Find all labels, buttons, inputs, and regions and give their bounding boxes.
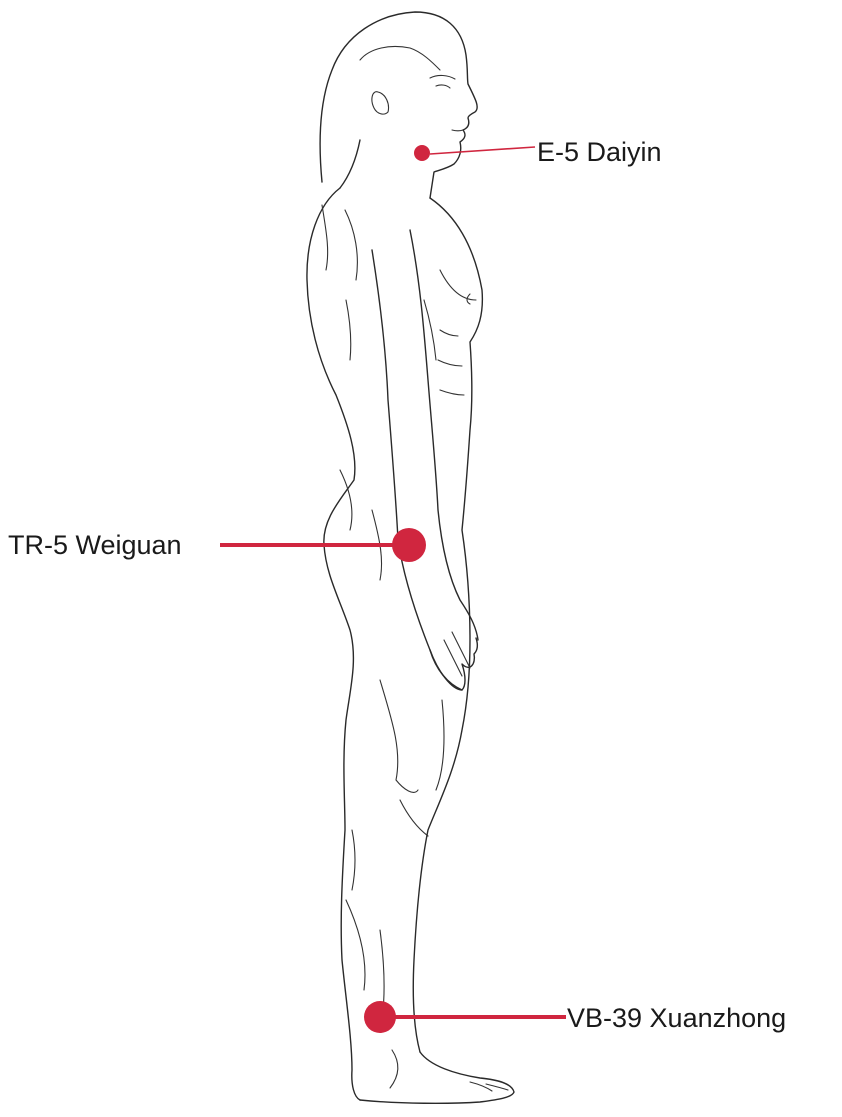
e5-label: E-5 Daiyin [537, 137, 662, 167]
point-vb39: VB-39 Xuanzhong [364, 1001, 786, 1033]
arm-back-outline [372, 250, 462, 690]
back-outline [307, 188, 360, 1100]
e5-marker [414, 145, 430, 161]
knee-detail [352, 800, 428, 890]
abdomen-detail [438, 330, 464, 395]
ankle-line [390, 1050, 398, 1088]
shoulder-detail [322, 205, 357, 280]
hairline [360, 47, 440, 71]
eye-mark [436, 85, 450, 88]
point-e5: E-5 Daiyin [414, 137, 662, 167]
glute-detail [340, 470, 382, 580]
ear-outline [372, 92, 389, 114]
vb39-marker [364, 1001, 396, 1033]
finger-lines [444, 632, 470, 676]
vb39-label: VB-39 Xuanzhong [567, 1003, 786, 1033]
thigh-detail [380, 680, 444, 792]
neck-back-line [340, 140, 360, 188]
e5-leader-line [430, 147, 535, 154]
ribcage-detail [346, 300, 436, 360]
point-tr5: TR-5 Weiguan [8, 528, 426, 562]
mouth-mark [452, 130, 463, 131]
chest-detail [440, 270, 476, 304]
toe-lines [470, 1082, 508, 1091]
tr5-marker [392, 528, 426, 562]
tr5-label: TR-5 Weiguan [8, 530, 182, 560]
foot-outline [360, 1052, 514, 1103]
eyebrow-mark [430, 75, 455, 79]
head-outline [320, 12, 477, 198]
